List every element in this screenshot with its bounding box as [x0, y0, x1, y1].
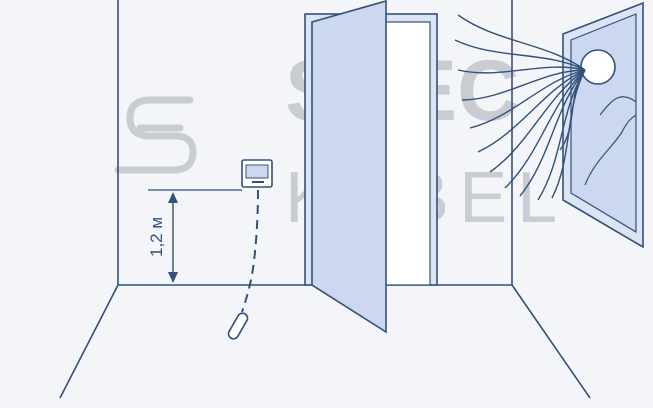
sun-icon	[580, 49, 616, 85]
height-dimension: 1,2 м	[147, 192, 178, 283]
door	[304, 0, 438, 334]
sun-ray	[504, 69, 586, 189]
height-label: 1,2 м	[147, 217, 166, 257]
sun-ray	[461, 69, 586, 101]
door-leaf	[311, 0, 387, 334]
room-outline	[59, 0, 591, 399]
window-crack-top	[599, 96, 637, 116]
sun-ray	[457, 14, 586, 71]
right-floor-edge	[511, 284, 591, 399]
left-floor-edge	[59, 284, 119, 399]
sun-rays	[454, 14, 586, 201]
door-opening	[384, 21, 431, 286]
floor-sensor	[227, 312, 249, 340]
thermostat-screen	[245, 164, 269, 179]
sun-ray	[457, 66, 586, 74]
thermostat-assembly: 1,2 м	[147, 159, 273, 340]
window	[562, 1, 644, 249]
floor-sensor-cable	[241, 189, 259, 313]
sun-ray	[477, 69, 586, 153]
window-crack-lower	[584, 114, 637, 186]
window-pane	[570, 13, 637, 234]
sun-ray	[489, 69, 586, 173]
sun-ray	[559, 69, 586, 151]
sun-ray	[454, 39, 586, 71]
watermark-s-symbol	[114, 96, 197, 174]
sun-ray	[469, 69, 586, 129]
sun-ray	[519, 69, 586, 197]
dimension-arrow-top	[168, 192, 178, 203]
dimension-arrow-bottom	[168, 272, 178, 283]
